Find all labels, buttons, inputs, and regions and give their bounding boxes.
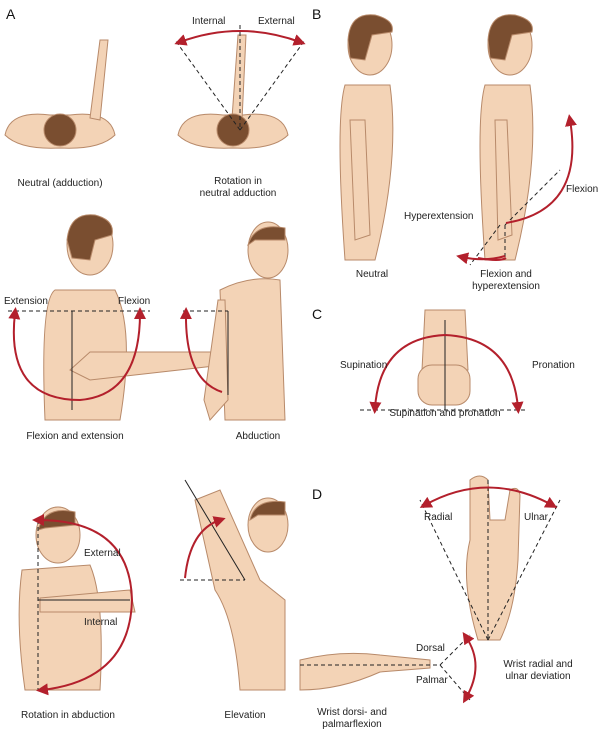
label-external-abduction: External [84, 548, 121, 559]
caption-abduction: Abduction [235, 431, 281, 442]
figure-rotation-neutral [177, 34, 289, 149]
label-radial: Radial [424, 512, 453, 523]
figure-forearm-fist [417, 309, 471, 406]
figure-flexion-hyperextension [479, 14, 534, 261]
label-pronation: Pronation [532, 360, 575, 371]
panel-label-b: B [312, 6, 322, 22]
caption-flexion-hyperextension-2: hyperextension [472, 281, 540, 292]
caption-rotation-abduction: Rotation in abduction [21, 710, 115, 721]
label-dorsal: Dorsal [416, 643, 445, 654]
label-internal-abduction: Internal [84, 617, 118, 628]
caption-flexion-hyperextension-1: Flexion and [480, 269, 532, 280]
label-flexion: Flexion [118, 296, 151, 307]
label-extension: Extension [4, 296, 48, 307]
caption-dorsi-palmar-2: palmarflexion [322, 719, 382, 730]
figure-abduction [203, 221, 289, 421]
label-internal: Internal [192, 16, 226, 27]
caption-neutral: Neutral [355, 269, 389, 280]
figure-flexion-extension [43, 214, 233, 421]
caption-radial-ulnar-1: Wrist radial and [503, 659, 573, 670]
label-hyperextension: Hyperextension [404, 211, 474, 222]
label-flexion-b: Flexion [566, 184, 599, 195]
panel-label-c: C [312, 306, 323, 322]
motion-arcs [8, 30, 577, 704]
figure-hand [465, 475, 521, 641]
caption-flexion-extension: Flexion and extension [26, 431, 124, 442]
panel-label-a: A [6, 6, 16, 22]
figure-forearm-wrist [299, 652, 431, 691]
caption-rotation-neutral-2: neutral adduction [199, 188, 277, 199]
caption-rotation-neutral-1: Rotation in [214, 176, 262, 187]
label-supination: Supination [340, 360, 388, 371]
label-palmar: Palmar [416, 675, 448, 686]
figure-elevation [194, 489, 289, 691]
label-external: External [258, 16, 295, 27]
caption-elevation: Elevation [224, 710, 266, 721]
figure-rotation-abduction [18, 506, 136, 691]
panel-label-d: D [312, 486, 323, 502]
figure-neutral-standing [339, 14, 394, 261]
caption-supination-pronation: Supination and pronation [389, 408, 501, 419]
caption-neutral-adduction: Neutral (adduction) [17, 178, 103, 189]
caption-dorsi-palmar-1: Wrist dorsi- and [317, 707, 387, 718]
figure-neutral-adduction [4, 39, 116, 149]
label-ulnar: Ulnar [524, 512, 548, 523]
caption-radial-ulnar-2: ulnar deviation [505, 671, 571, 682]
